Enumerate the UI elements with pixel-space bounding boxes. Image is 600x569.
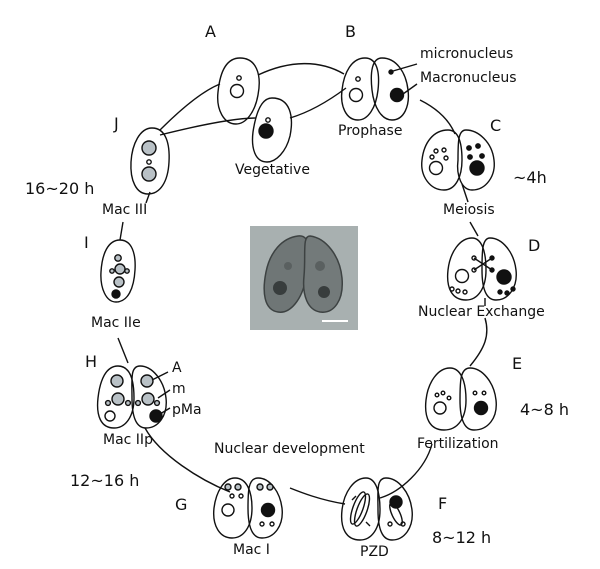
phase-fertilization: Fertilization: [417, 436, 499, 452]
cycle-line-b-c: [419, 99, 456, 135]
time-stage-g: 12~16 h: [70, 471, 140, 490]
cycle-line-a-b: [257, 62, 345, 76]
time-stage-f: 8~12 h: [432, 528, 492, 547]
anlagen-label: A: [172, 360, 182, 376]
stage-label-b: B: [345, 22, 356, 41]
stage-label-a: A: [205, 22, 216, 41]
phase-meiosis: Meiosis: [443, 202, 495, 218]
cycle-line-e-f: [379, 443, 433, 499]
phase-vegetative: Vegetative: [235, 162, 310, 178]
cycle-line-meiosis-d: [469, 221, 479, 237]
cell-stage-i: [100, 239, 136, 303]
cell-stage-b: [340, 57, 418, 121]
cell-stage-j: [130, 127, 170, 195]
phase-pzd: PZD: [360, 544, 389, 560]
time-stage-j: 16~20 h: [25, 179, 95, 198]
cell-stage-a: [217, 57, 260, 125]
pma-label: pMa: [172, 402, 202, 418]
stage-label-e: E: [512, 354, 523, 373]
time-stage-e: 4~8 h: [520, 400, 569, 419]
stage-label-c: C: [490, 116, 502, 135]
cell-stage-g: [213, 477, 283, 539]
cycle-line-j-veg: [159, 117, 257, 136]
phase-mac-iip: Mac IIp: [103, 432, 153, 448]
cycle-line-g-h: [144, 427, 231, 493]
stage-label-j: J: [114, 114, 119, 133]
time-stage-c: ~4h: [513, 168, 547, 187]
cycle-line-veg-b: [289, 87, 347, 119]
cell-stage-d: [446, 237, 517, 306]
cycle-line-f-g: [289, 487, 346, 505]
cycle-line-j-a: [159, 83, 221, 131]
cycle-line-i-j: [119, 221, 124, 241]
phase-mac-i: Mac I: [233, 542, 270, 558]
stage-label-f: F: [438, 494, 448, 513]
stage-label-g: G: [175, 495, 188, 514]
micronuclei-m-label: m: [172, 381, 186, 397]
cycle-line-d-e: [469, 317, 488, 367]
cell-stage-e: [424, 367, 497, 431]
cell-stage-h: [96, 365, 171, 429]
phase-prophase: Prophase: [338, 123, 403, 139]
phase-nuclear-exchange: Nuclear Exchange: [418, 304, 545, 320]
stage-label-h: H: [85, 352, 98, 371]
stage-label-i: I: [84, 233, 89, 252]
cycle-line-h-i: [117, 337, 129, 364]
cell-stage-c: [421, 129, 495, 191]
phase-nuclear-development: Nuclear development: [214, 441, 365, 457]
micrograph-image: [250, 226, 358, 330]
cell-stage-f: [340, 477, 413, 541]
phase-mac-iii: Mac III: [102, 202, 148, 218]
cell-vegetative: [251, 97, 293, 163]
stage-label-d: D: [528, 236, 541, 255]
phase-mac-iie: Mac IIe: [91, 315, 141, 331]
cycle-line-c-meiosis: [461, 183, 469, 203]
macronucleus-label: Macronucleus: [420, 70, 517, 86]
micronucleus-label: micronucleus: [420, 46, 514, 62]
